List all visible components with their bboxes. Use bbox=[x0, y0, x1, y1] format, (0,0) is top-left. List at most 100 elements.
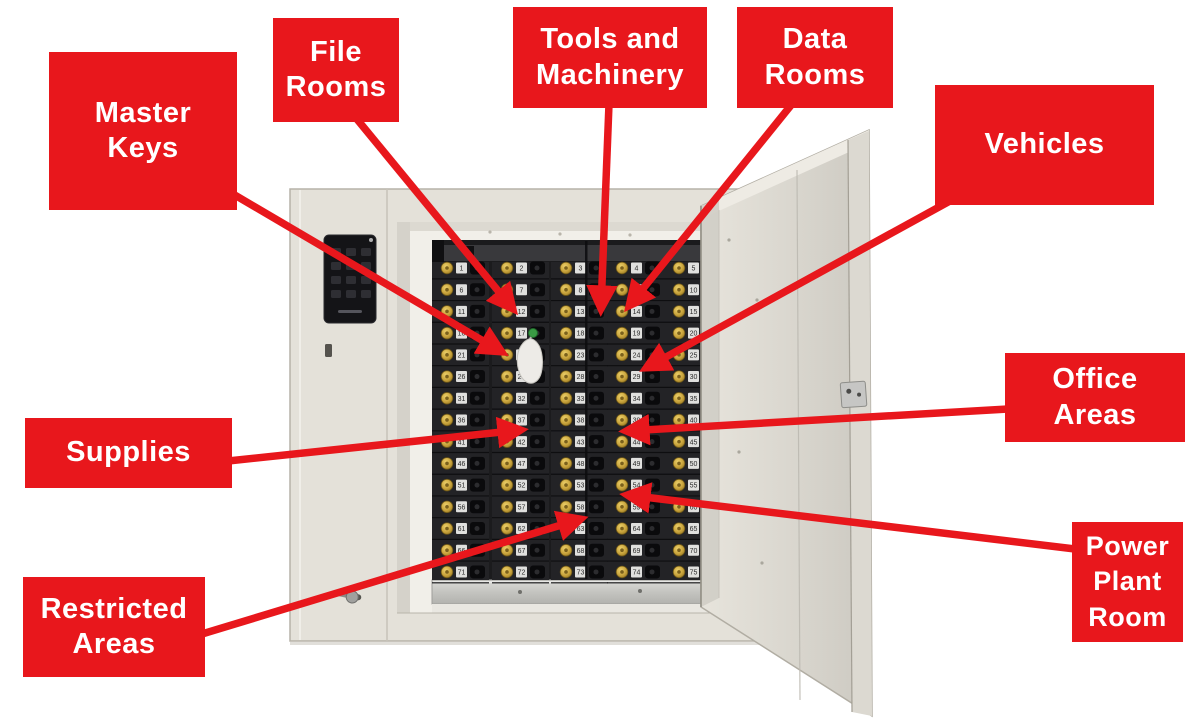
key-number-tag bbox=[688, 262, 699, 274]
callout-power-plant-room: Power Plant Room bbox=[1072, 522, 1183, 642]
arrow-data-rooms bbox=[624, 101, 795, 313]
key-slot-34: 34 bbox=[607, 391, 664, 410]
key-number: 20 bbox=[690, 331, 698, 338]
key-number: 65 bbox=[690, 526, 698, 533]
key-slot-67: 67 bbox=[492, 543, 549, 562]
key-number-tag bbox=[516, 523, 527, 535]
key-number-tag bbox=[456, 566, 467, 578]
key-number-tag bbox=[631, 371, 642, 383]
callout-line: Areas bbox=[72, 628, 156, 660]
key-number: 55 bbox=[690, 483, 698, 490]
key-number-tag bbox=[456, 262, 467, 274]
key-slot-49: 49 bbox=[607, 456, 664, 475]
key-number-tag bbox=[456, 284, 467, 296]
callout-line: Room bbox=[1088, 601, 1167, 632]
key-number-tag bbox=[516, 305, 527, 317]
key-number: 42 bbox=[518, 439, 526, 446]
key-number-tag bbox=[456, 501, 467, 513]
key-number-tag bbox=[575, 371, 586, 383]
key-number: 35 bbox=[690, 396, 698, 403]
key-number: 59 bbox=[633, 504, 641, 511]
key-grid: 1611162126313641465156616671271217222732… bbox=[432, 261, 721, 584]
key-seal bbox=[528, 328, 538, 338]
key-number-tag bbox=[688, 305, 699, 317]
key-number: 75 bbox=[690, 570, 698, 577]
keypad-button bbox=[331, 276, 341, 284]
callout-data-rooms: Data Rooms bbox=[737, 7, 893, 108]
key-number-tag bbox=[516, 457, 527, 469]
key-number: 29 bbox=[633, 374, 641, 381]
key-number-tag bbox=[688, 436, 699, 448]
key-slot-52: 52 bbox=[492, 478, 549, 497]
key-number-tag bbox=[688, 566, 699, 578]
key-number: 31 bbox=[458, 396, 466, 403]
key-slot-68: 68 bbox=[551, 543, 608, 562]
key-number: 17 bbox=[518, 331, 526, 338]
key-slot-73: 73 bbox=[551, 565, 608, 584]
keypad-button bbox=[361, 248, 371, 256]
key-slot-2: 2 bbox=[492, 261, 549, 280]
key-number-tag bbox=[516, 566, 527, 578]
callout-line: File bbox=[310, 35, 362, 68]
key-number: 54 bbox=[633, 483, 641, 490]
key-number-tag bbox=[575, 544, 586, 556]
key-number: 47 bbox=[518, 461, 526, 468]
key-number-tag bbox=[688, 479, 699, 491]
key-number: 39 bbox=[633, 418, 641, 425]
callout-line: Vehicles bbox=[984, 128, 1105, 161]
callout-line: Tools and bbox=[540, 23, 680, 56]
keypad-button bbox=[331, 262, 341, 270]
key-number: 50 bbox=[690, 461, 698, 468]
key-number-tag bbox=[516, 392, 527, 404]
key-number: 5 bbox=[692, 266, 696, 273]
key-number: 10 bbox=[690, 287, 698, 294]
arrow-master-keys bbox=[231, 190, 509, 356]
key-number: 46 bbox=[458, 461, 466, 468]
key-number-tag bbox=[516, 284, 527, 296]
key-number-tag bbox=[688, 371, 699, 383]
key-number-tag bbox=[575, 327, 586, 339]
key-number: 19 bbox=[633, 331, 641, 338]
key-slot-48: 48 bbox=[551, 456, 608, 475]
key-number-tag bbox=[688, 284, 699, 296]
key-number: 7 bbox=[520, 287, 524, 294]
arrow-supplies bbox=[227, 416, 529, 465]
key-number-tag bbox=[456, 392, 467, 404]
key-number: 21 bbox=[458, 352, 466, 359]
key-slot-33: 33 bbox=[551, 391, 608, 410]
key-number: 16 bbox=[458, 331, 466, 338]
key-number: 32 bbox=[518, 396, 526, 403]
key-slot-28: 28 bbox=[551, 370, 608, 389]
callout-line: Areas bbox=[1053, 398, 1137, 431]
key-number-tag bbox=[688, 414, 699, 426]
master-key-fob bbox=[516, 328, 543, 384]
key-slot-23: 23 bbox=[551, 348, 608, 367]
key-number: 13 bbox=[577, 309, 585, 316]
key-slot-71: 71 bbox=[432, 565, 489, 584]
key-slot-56: 56 bbox=[432, 500, 489, 519]
key-number-tag bbox=[575, 305, 586, 317]
key-number-tag bbox=[575, 457, 586, 469]
key-slot-64: 64 bbox=[607, 522, 664, 540]
key-number: 15 bbox=[690, 309, 698, 316]
key-number-tag bbox=[516, 327, 527, 339]
key-slot-74: 74 bbox=[607, 565, 664, 584]
key-number: 1 bbox=[460, 266, 464, 273]
key-slot-26: 26 bbox=[432, 370, 489, 389]
callout-vehicles: Vehicles bbox=[935, 85, 1154, 205]
key-number-tag bbox=[575, 436, 586, 448]
key-slot-69: 69 bbox=[607, 543, 664, 562]
key-number: 61 bbox=[458, 526, 466, 533]
callout-line: Rooms bbox=[764, 58, 866, 91]
key-number-tag bbox=[575, 501, 586, 513]
key-number: 45 bbox=[690, 439, 698, 446]
key-number: 26 bbox=[458, 374, 466, 381]
key-number: 53 bbox=[577, 483, 585, 490]
key-number: 30 bbox=[690, 374, 698, 381]
arrow-tools-and-machinery bbox=[586, 103, 618, 317]
key-number: 51 bbox=[458, 483, 466, 490]
key-number: 41 bbox=[458, 439, 466, 446]
key-number: 56 bbox=[458, 504, 466, 511]
key-number: 23 bbox=[577, 352, 585, 359]
key-number-tag bbox=[516, 501, 527, 513]
